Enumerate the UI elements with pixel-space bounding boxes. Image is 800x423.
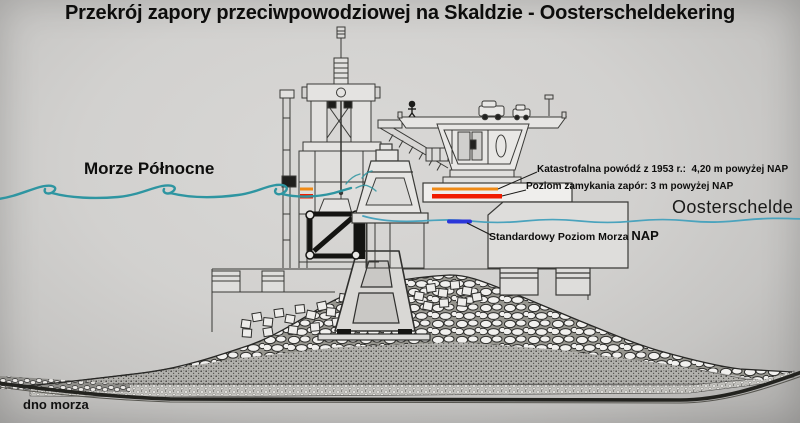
nap-datum-text: NAP [631, 228, 659, 243]
hoist-beam [301, 83, 381, 102]
girder-bearing [449, 169, 515, 178]
leader-lines [466, 171, 538, 236]
north-sea-waterline [0, 183, 353, 200]
sea-floor-line [0, 370, 800, 402]
car [512, 104, 531, 121]
flood-level-line [432, 187, 498, 191]
box-girder [436, 123, 530, 171]
car [478, 100, 505, 121]
wave-spray [345, 170, 377, 192]
person-figure [408, 100, 416, 118]
closing-level-line [432, 194, 502, 199]
pier-legs [499, 267, 591, 296]
label-standard-sea-level: Standardowy Poziom Morza NAP [489, 228, 659, 243]
foundation-mattress [0, 340, 795, 398]
label-sea-bottom: dno morza [23, 397, 89, 412]
seaward-frame [279, 89, 297, 268]
pier-body [487, 201, 629, 269]
nap-marker [447, 219, 472, 224]
rubble-mound-outline [24, 274, 793, 387]
label-closing-level: Poziom zamykania zapór: 3 m powyżej NAP [526, 181, 734, 192]
girder-bearing [442, 176, 522, 184]
gate-assembly [305, 101, 365, 260]
gate-slot-bar [358, 209, 365, 259]
oosterschelde-waterline [362, 215, 800, 224]
flood-level-line-left [300, 187, 313, 191]
mast [333, 26, 349, 87]
leader-flood [497, 171, 538, 190]
bridge [377, 94, 567, 184]
lamppost [544, 94, 554, 116]
sea-floor [0, 370, 800, 404]
page-title: Przekrój zapory przeciwpowodziowej na Sk… [65, 2, 735, 24]
gate-guide-trapezoid [351, 143, 429, 269]
label-flood-1953: Katastrofalna powódź z 1953 r.: 4,20 m p… [537, 164, 789, 175]
standard-sea-level-text: Standardowy Poziom Morza [489, 231, 629, 243]
gate [305, 210, 361, 260]
east-pier [422, 182, 629, 296]
label-oosterschelde: Oosterschelde [672, 197, 794, 217]
label-north-sea: Morze Północne [84, 159, 215, 178]
leader-closing [501, 189, 527, 197]
leader-nap [466, 222, 492, 236]
